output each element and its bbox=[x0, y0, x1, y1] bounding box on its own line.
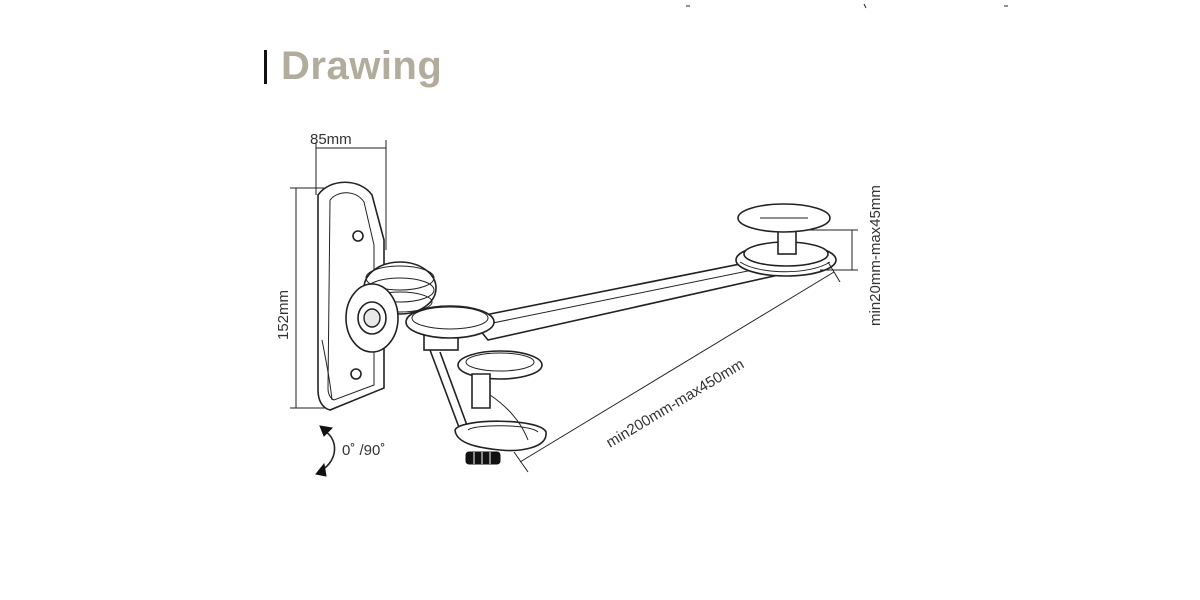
swivel-joint bbox=[345, 261, 437, 353]
section-heading: Drawing bbox=[264, 44, 442, 89]
height-dimension: 152mm bbox=[275, 187, 330, 409]
width-label: 85mm bbox=[310, 131, 352, 148]
width-dimension: 85mm bbox=[310, 131, 387, 250]
pivot-disc bbox=[405, 305, 495, 351]
heading-accent-bar bbox=[264, 49, 267, 84]
right-mount bbox=[735, 203, 837, 277]
arm-reach-label: min200mm-max450mm bbox=[603, 356, 747, 452]
page-title: Drawing bbox=[281, 44, 443, 88]
curved-double-arrow-icon: 0˚ /90˚ bbox=[315, 425, 385, 477]
rotation-label: 0˚ /90˚ bbox=[342, 442, 385, 459]
desk-thickness-dimension: min20mm-max45mm bbox=[808, 185, 884, 326]
desk-clamp bbox=[429, 349, 547, 465]
height-label: 152mm bbox=[275, 290, 292, 340]
top-marks bbox=[686, 3, 1008, 9]
extension-arm bbox=[468, 257, 793, 341]
desk-thickness-label: min20mm-max45mm bbox=[867, 185, 884, 326]
